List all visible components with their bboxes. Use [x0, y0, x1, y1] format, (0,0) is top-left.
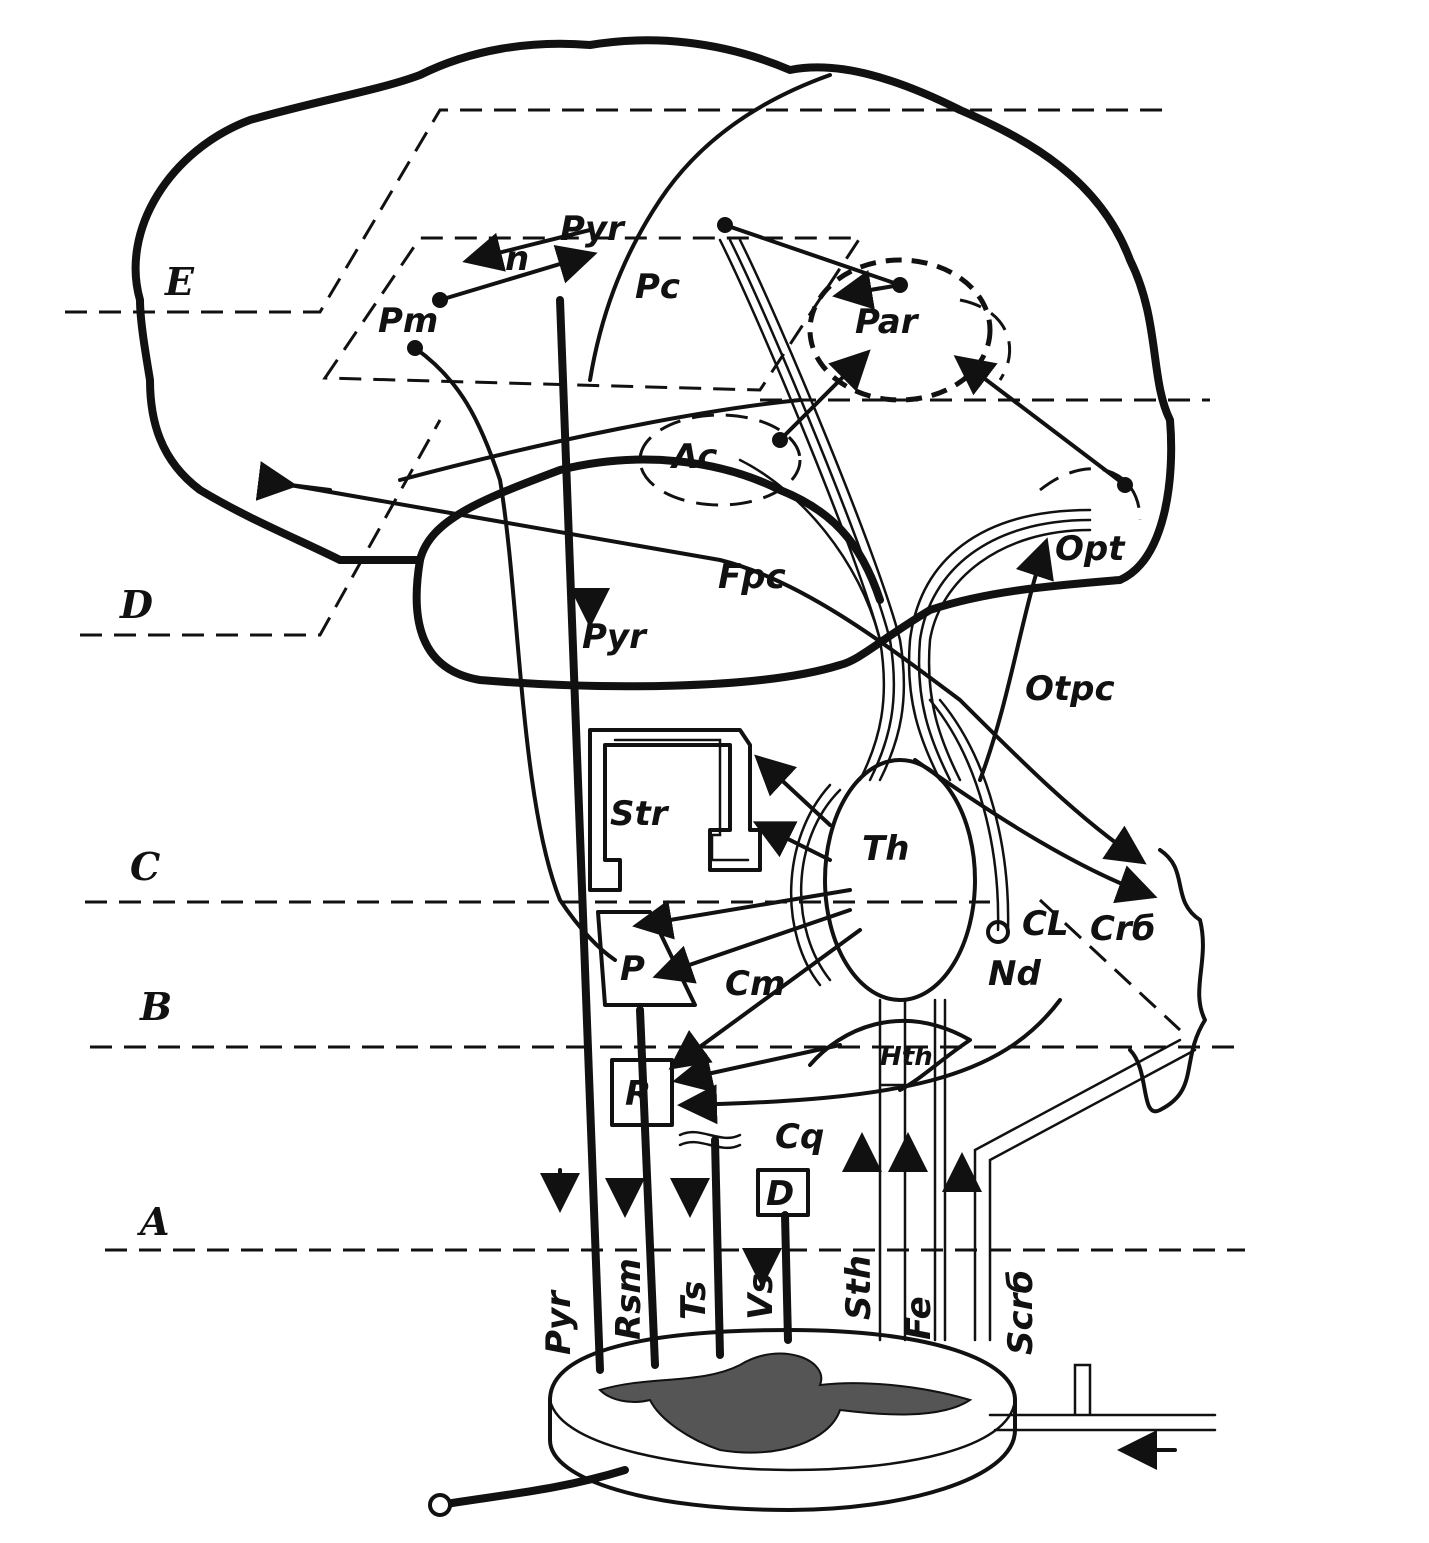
label-rsm: Rsm — [609, 1258, 649, 1340]
label-nd: Nd — [988, 954, 1041, 994]
temporal-lobe-outline — [416, 455, 884, 604]
subcortical-connections — [632, 754, 1062, 1125]
label-par: Par — [855, 302, 920, 342]
auditory-area-dashed — [638, 413, 802, 507]
label-ac: Ac — [669, 437, 717, 477]
label-cq: Cq — [775, 1117, 824, 1157]
thalamocortical-radiation — [718, 238, 1092, 932]
label-pm: Pm — [378, 301, 438, 341]
label-pyr-bottom: Pyr — [539, 1289, 579, 1355]
label-n: n — [505, 239, 529, 279]
label-fe: Fe — [899, 1296, 939, 1340]
direction-arrows — [540, 1132, 982, 1288]
level-c-label: C — [130, 844, 160, 889]
label-opt: Opt — [1055, 529, 1126, 569]
thalamus — [823, 758, 977, 1002]
label-cm: Cm — [725, 964, 785, 1004]
parietal-area-dashed — [807, 257, 993, 403]
level-lines — [65, 108, 1245, 1252]
central-sulcus — [588, 73, 832, 382]
label-fpc: Fpc — [718, 557, 786, 597]
label-otpc: Otpc — [1025, 669, 1115, 709]
premotor-tract — [413, 346, 617, 962]
label-ts: Ts — [674, 1281, 714, 1320]
cerebellum — [1128, 848, 1207, 1114]
cerebral-hemisphere-outline — [131, 36, 1176, 691]
label-cl: CL — [1022, 904, 1069, 944]
label-hth: Hth — [880, 1042, 933, 1072]
level-d-label: D — [119, 582, 153, 627]
level-a-label: A — [137, 1199, 169, 1244]
label-r: R — [625, 1074, 651, 1114]
spinal-cord-segment — [428, 1328, 1217, 1517]
pyramidal-tract — [556, 296, 604, 1374]
label-th: Th — [862, 829, 909, 869]
level-e-label: E — [164, 259, 195, 304]
label-pyr-mid: Pyr — [582, 617, 648, 657]
label-p: P — [620, 949, 645, 989]
label-str: Str — [610, 794, 670, 834]
label-sth: Sth — [839, 1255, 879, 1320]
label-vs: Vs — [741, 1273, 781, 1320]
label-crb: Crб — [1090, 909, 1155, 949]
label-scrb: Scrб — [1001, 1270, 1041, 1355]
level-b-label: B — [139, 984, 172, 1029]
label-d-box: D — [766, 1174, 794, 1214]
label-pc: Pc — [635, 267, 680, 307]
label-pyr-top: Pyr — [560, 209, 626, 249]
cortical-connections — [255, 223, 1158, 904]
